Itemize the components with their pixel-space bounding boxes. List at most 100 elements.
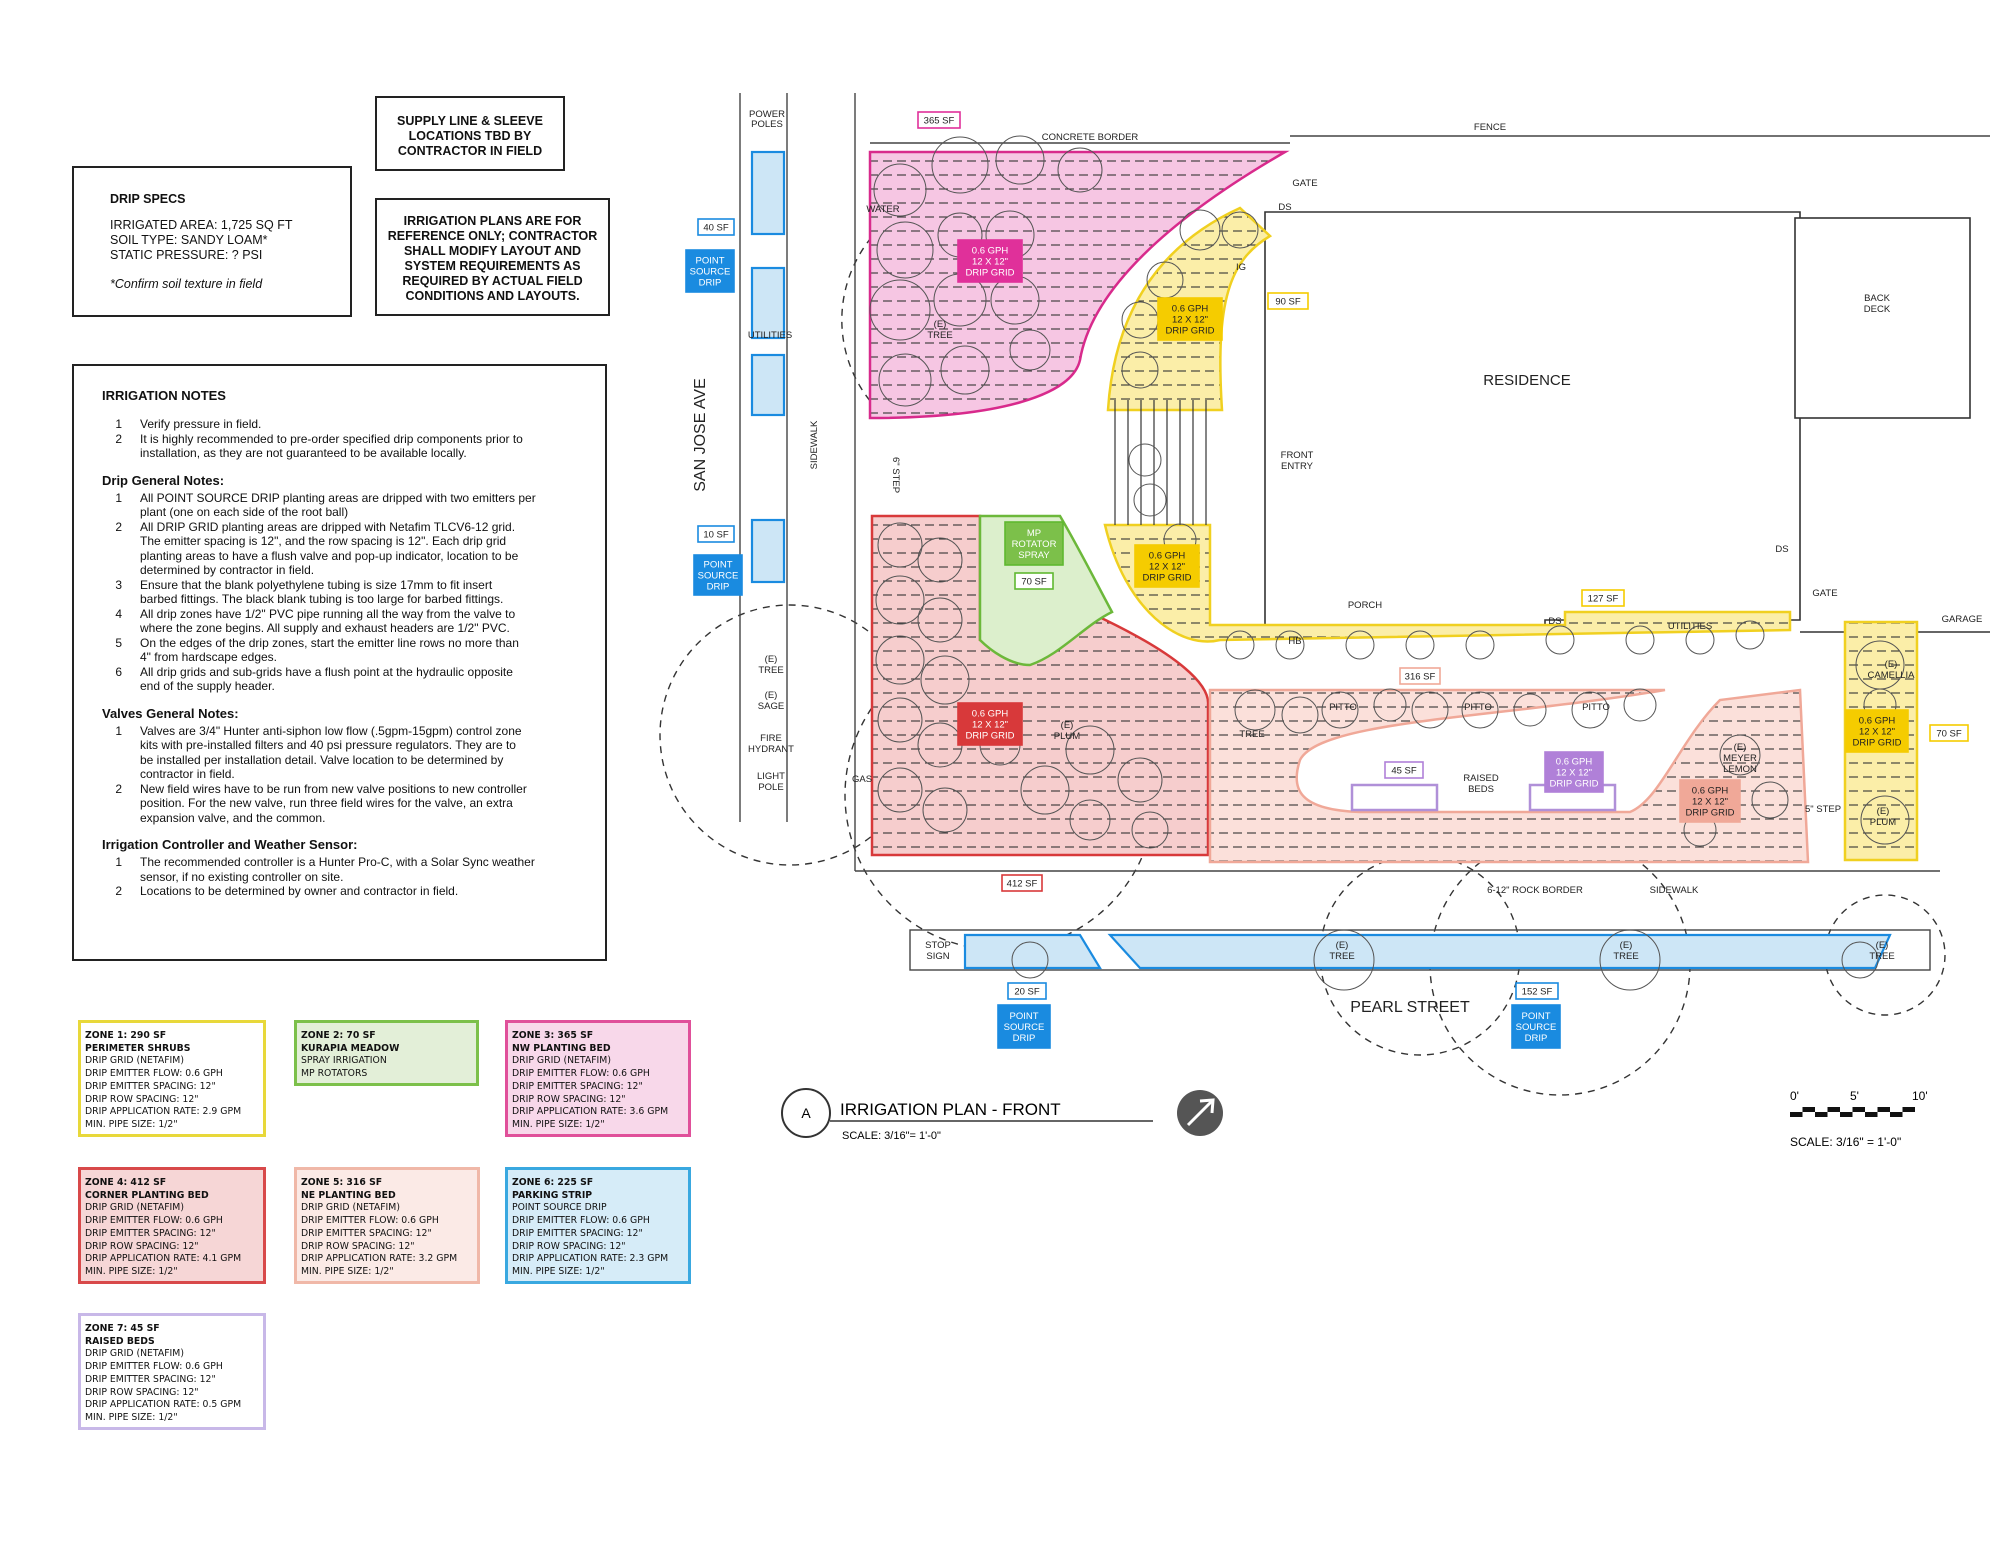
static-pressure: STATIC PRESSURE: ? PSI [110,248,263,262]
sidewalk-vertical-label: SIDEWALK [809,420,820,469]
ds-label-top: DS [1278,202,1291,213]
plant-circle [1234,689,1276,731]
scale-bar-segment [1827,1107,1840,1112]
note-text: Valves are 3/4" Hunter anti-siphon low f… [140,724,522,782]
drip-grid-zone1-b-text: 0.6 GPH [1149,551,1186,562]
step-label: 6" STEP [890,457,901,493]
point-source-nw-text: DRIP [699,278,722,289]
note-line: sensor, if no existing controller on sit… [140,869,344,884]
mp-rotator-box [1004,521,1064,566]
point-source-nw-box [685,249,735,293]
area-412-box [1001,874,1043,892]
tree-canopy-nw [841,227,881,411]
note-text: On the edges of the drip zones, start th… [140,636,519,665]
note-number: 3 [115,577,122,592]
drip-grid-zone3-text: 12 X 12" [972,257,1008,268]
note-line: All drip grids and sub-grids have a flus… [140,664,513,679]
drip-grid-zone3-box [957,239,1023,283]
plant-circle [875,635,925,685]
garage-label: GARAGE [1942,614,1983,625]
note-number: 6 [115,664,122,679]
note-text: All drip grids and sub-grids have a flus… [140,665,513,694]
note-line: New field wires have to be run from new … [140,781,527,796]
zone-7-raised-beds [1350,783,1617,812]
strip-north-1 [750,150,786,236]
supply-line-note: SUPPLY LINE & SLEEVE LOCATIONS TBD BY CO… [375,96,565,171]
scale-bar-segment [1890,1112,1903,1117]
zone-spec-line: MIN. PIPE SIZE: 1/2" [85,1411,178,1423]
zone-spec-line: POINT SOURCE DRIP [512,1202,607,1214]
sidewalk-h-label: SIDEWALK [1650,885,1699,896]
zone-title: ZONE 5: 316 SF [301,1177,383,1188]
point-source-w-box [693,554,743,596]
note-line: installation, as they are not guaranteed… [140,446,467,460]
plant-circle [1121,351,1159,389]
area-40: 40 SF [697,218,735,236]
drip-grid-zone1-c-text: DRIP GRID [1853,738,1902,749]
area-70r: 70 SF [1929,724,1969,742]
scale-bar-segment [1790,1112,1803,1117]
note-line: end of the supply header. [140,679,275,693]
plan-title: IRRIGATION PLAN - FRONT [840,1100,1061,1119]
plant-circle [1625,625,1655,655]
scale-bar-segment [1802,1107,1815,1112]
area-316-text: 316 SF [1405,672,1436,683]
note-text: New field wires have to be run from new … [140,782,527,826]
controller-notes-title: Irrigation Controller and Weather Sensor… [102,837,358,852]
plant-circle [1275,630,1305,660]
zone-spec-line: DRIP ROW SPACING: 12" [512,1240,626,1252]
scale-bar-segment [1902,1107,1915,1112]
supply-line-text: SUPPLY LINE & SLEEVE LOCATIONS TBD BY CO… [397,114,543,158]
pitto-label-1: PITTO [1329,702,1357,713]
area-316-box [1399,667,1441,685]
raised-bed-1 [1350,783,1439,812]
drip-grid-zone1-b-text: DRIP GRID [1143,573,1192,584]
plant-circle [1131,811,1169,849]
area-10: 10 SF [697,525,735,543]
point-source-pearl-e-text: SOURCE [1516,1022,1557,1033]
zone-name: PERIMETER SHRUBS [85,1042,191,1054]
area-412: 412 SF [1001,874,1043,892]
drip-grid-zone5-box [1679,779,1741,823]
zone-title: ZONE 7: 45 SF [85,1323,160,1334]
scale-bar-segment [1865,1112,1878,1117]
point-source-pearl-w-text: SOURCE [1004,1022,1045,1033]
zone-spec-line: DRIP EMITTER FLOW: 0.6 GPH [85,1215,223,1227]
zone-name: PARKING STRIP [512,1189,593,1201]
area-45-text: 45 SF [1391,766,1417,777]
plant-circle [1133,483,1167,517]
zone-6-parking-strips [750,150,1892,970]
note-line: plant (one on each side of the root ball… [140,505,349,519]
plant-circle [1011,941,1049,979]
plant-circle [877,697,923,743]
note-text: All POINT SOURCE DRIP planting areas are… [140,491,536,520]
zone-spec-line: DRIP GRID (NETAFIM) [85,1202,184,1214]
title-block: A IRRIGATION PLAN - FRONT SCALE: 3/16"= … [781,1088,1928,1149]
note-text: Verify pressure in field. [140,417,261,432]
plant-circle [931,136,989,194]
camellia-label: (E)CAMELLIA [1868,659,1916,681]
area-70r-text: 70 SF [1936,729,1962,740]
valves-notes-title: Valves General Notes: [102,705,239,721]
point-source-nw-text: POINT [695,256,724,267]
drip-specs-title: DRIP SPECS [110,192,186,206]
zone-spec-line: DRIP ROW SPACING: 12" [85,1386,199,1398]
tree-e-top-label: (E)TREE [927,319,952,341]
drip-notes-title: Drip General Notes: [102,472,225,488]
scale-bar-tick-5: 5' [1850,1089,1859,1103]
zone-spec-line: DRIP ROW SPACING: 12" [301,1240,415,1252]
note-number: 1 [115,490,122,505]
plant-circle [1225,630,1255,660]
zone-spec-line: DRIP EMITTER SPACING: 12" [85,1080,216,1092]
